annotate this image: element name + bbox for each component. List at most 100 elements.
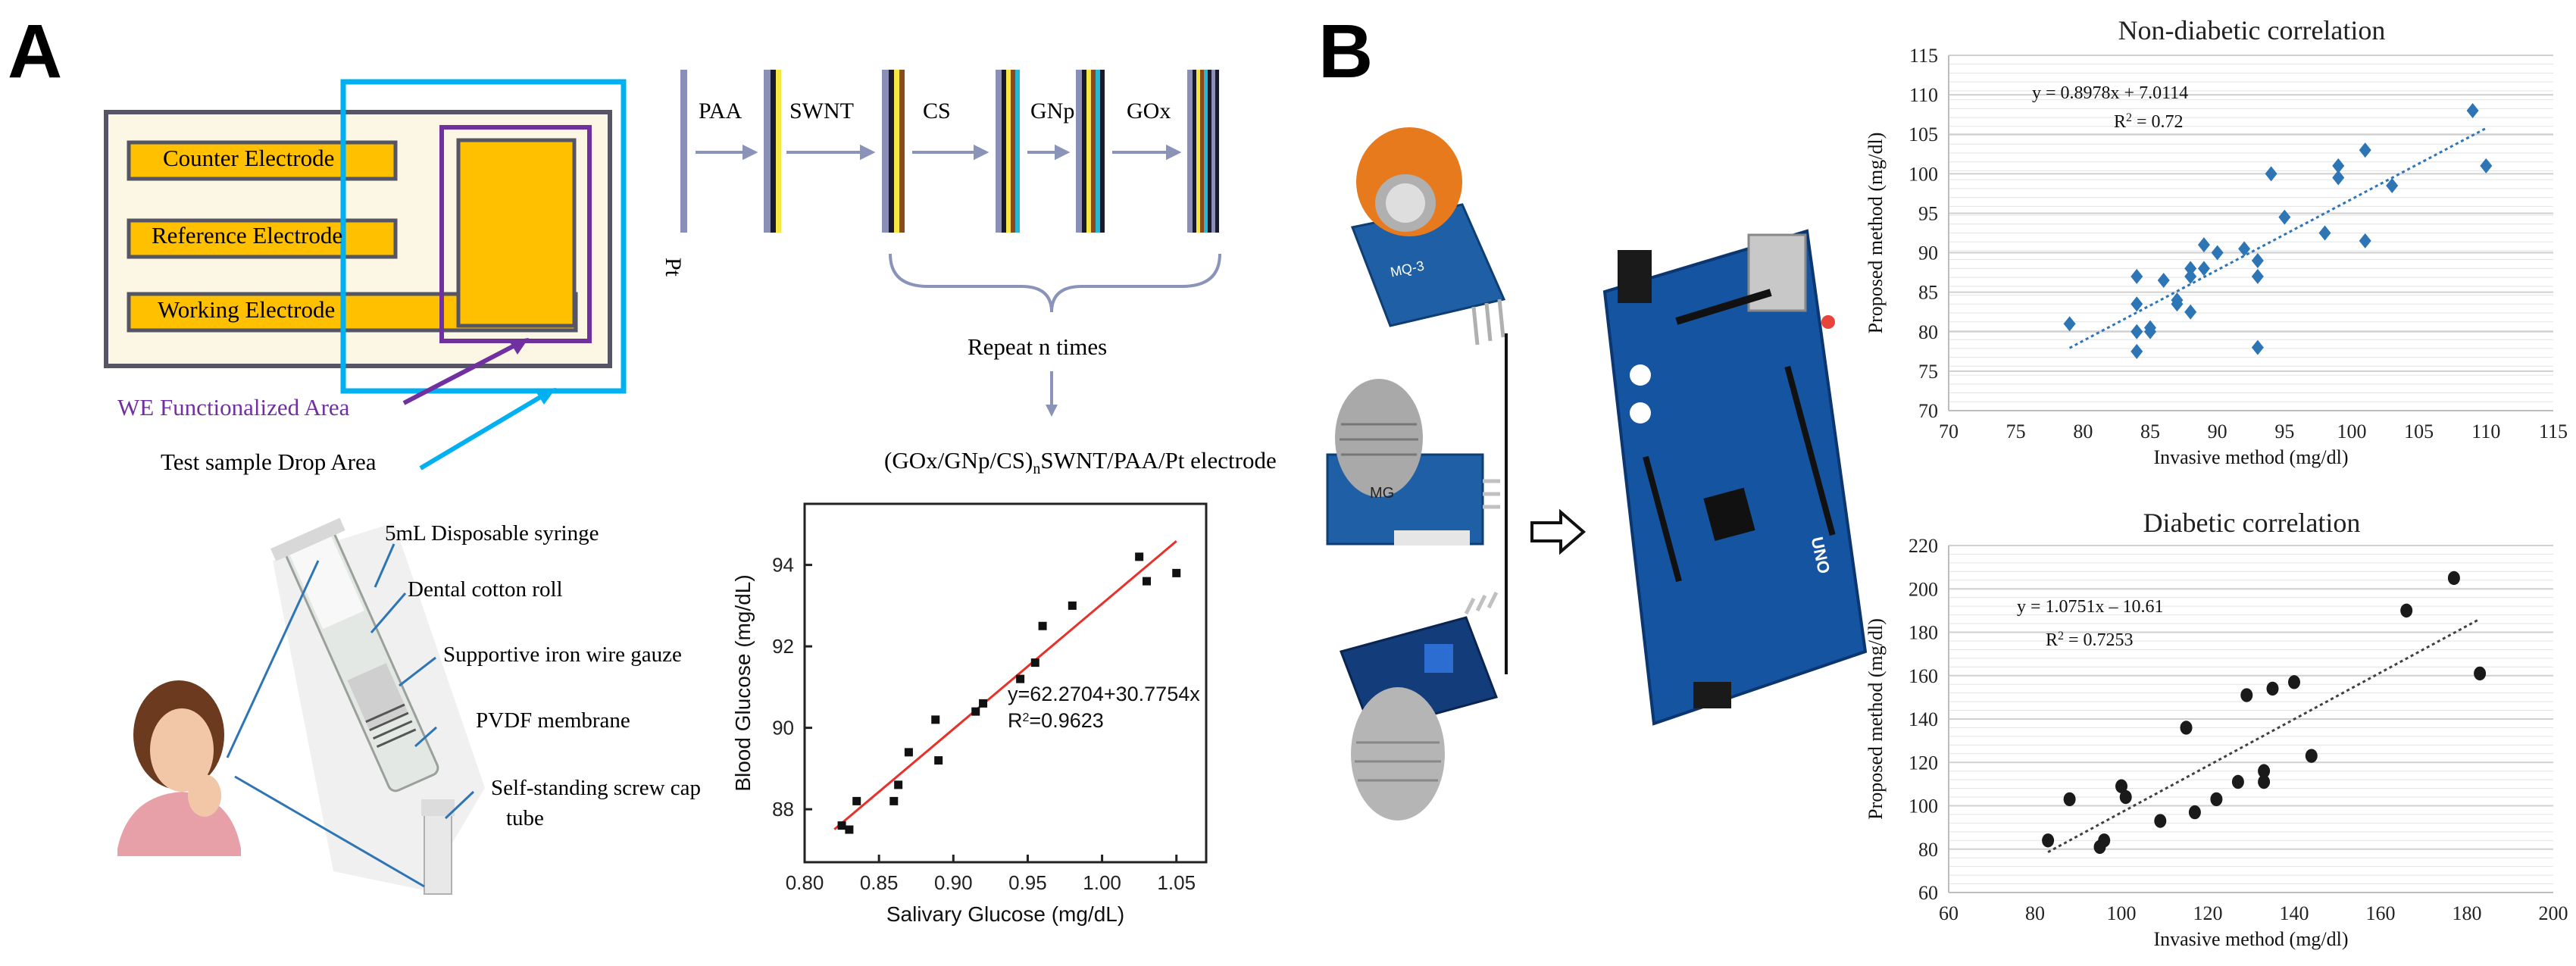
- data-point: [979, 699, 988, 708]
- data-point: [1172, 568, 1181, 577]
- x-tick-label: 0.80: [786, 871, 824, 894]
- data-point: [2265, 166, 2277, 182]
- y-tick-label: 115: [1909, 45, 1938, 67]
- x-tick-label: 95: [2274, 420, 2294, 442]
- x-tick-label: 200: [2539, 902, 2568, 924]
- data-point: [2131, 296, 2143, 312]
- y-tick-label: 100: [1909, 163, 1938, 185]
- x-tick-label: 1.05: [1157, 871, 1196, 894]
- y-axis-label: Blood Glucose (mg/dL): [731, 574, 755, 791]
- y-tick-label: 140: [1909, 708, 1938, 730]
- data-point: [2359, 142, 2371, 158]
- x-axis-label: Invasive method (mg/dl): [2153, 446, 2348, 468]
- y-tick-label: 160: [1909, 665, 1938, 687]
- data-point: [2171, 296, 2184, 312]
- data-point: [2210, 792, 2223, 807]
- x-tick-label: 85: [2140, 420, 2160, 442]
- data-point: [2258, 774, 2271, 789]
- repeat-label: Repeat n times: [968, 333, 1108, 360]
- layer-step-label: PAA: [699, 98, 742, 123]
- data-point: [2063, 316, 2076, 332]
- panel-a-label: A: [8, 9, 63, 94]
- working-electrode-label: Working Electrode: [158, 296, 336, 323]
- data-point: [2386, 177, 2399, 193]
- trendline: [2047, 617, 2481, 854]
- y-axis-label: Proposed method (mg/dl): [1865, 618, 1887, 820]
- y-tick-label: 75: [1918, 361, 1938, 383]
- x-tick-label: 160: [2366, 902, 2396, 924]
- x-tick-label: 0.85: [860, 871, 899, 894]
- data-point: [852, 796, 861, 805]
- y-axis-label: Proposed method (mg/dl): [1865, 133, 1887, 334]
- data-point: [2466, 102, 2479, 118]
- x-tick-label: 140: [2280, 902, 2309, 924]
- data-point: [2305, 749, 2318, 763]
- x-tick-label: 105: [2404, 420, 2434, 442]
- data-point: [2332, 170, 2345, 186]
- fit-equation: y = 1.0751x – 10.61: [2017, 597, 2164, 617]
- data-point: [2184, 261, 2197, 277]
- data-point: [931, 715, 940, 724]
- data-point: [2131, 343, 2143, 359]
- x-axis-label: Invasive method (mg/dl): [2153, 928, 2348, 950]
- x-tick-label: 70: [1939, 420, 1959, 442]
- data-point: [2231, 774, 2244, 789]
- data-point: [1038, 621, 1047, 630]
- x-tick-label: 75: [2006, 420, 2026, 442]
- y-tick-label: 80: [1918, 839, 1938, 861]
- data-point: [2251, 339, 2264, 355]
- layer-step-label: GOx: [1127, 98, 1171, 123]
- data-point: [2480, 158, 2493, 174]
- data-point: [2474, 666, 2487, 681]
- data-point: [1135, 552, 1144, 561]
- y-tick-label: 120: [1909, 752, 1938, 774]
- screw-cap-label: Self-standing screw cap: [491, 776, 702, 800]
- cotton-roll-label: Dental cotton roll: [408, 577, 563, 602]
- y-tick-label: 80: [1918, 321, 1938, 343]
- y-tick-label: 94: [772, 554, 794, 577]
- data-point: [2063, 792, 2076, 807]
- fit-r-squared: R2=0.9623: [1008, 709, 1104, 732]
- fit-equation: y=62.2704+30.7754x: [1008, 683, 1200, 705]
- data-point: [2240, 688, 2253, 702]
- data-point: [934, 756, 943, 765]
- electrode-formula: (GOx/GNp/CS)nSWNT/PAA/Pt electrode: [884, 447, 1277, 478]
- trendline: [833, 540, 1177, 830]
- y-tick-label: 95: [1918, 202, 1938, 224]
- data-point: [2251, 268, 2264, 284]
- y-tick-label: 110: [1909, 84, 1938, 106]
- data-point: [2098, 833, 2111, 848]
- trendline: [2068, 127, 2487, 349]
- data-point: [2131, 268, 2143, 284]
- x-tick-label: 80: [2025, 902, 2045, 924]
- fit-equation: y = 0.8978x + 7.0114: [2032, 83, 2188, 103]
- x-tick-label: 60: [1939, 902, 1959, 924]
- data-point: [1068, 601, 1077, 610]
- we-area-label: WE Functionalized Area: [117, 394, 350, 420]
- data-point: [2251, 252, 2264, 268]
- data-point: [2238, 241, 2251, 257]
- x-tick-label: 90: [2208, 420, 2227, 442]
- data-point: [2278, 209, 2291, 225]
- x-tick-label: 120: [2193, 902, 2223, 924]
- data-point: [2197, 261, 2210, 277]
- y-tick-label: 105: [1909, 123, 1938, 145]
- x-tick-label: 0.95: [1008, 871, 1047, 894]
- data-point: [2266, 681, 2279, 696]
- data-point: [2359, 233, 2371, 249]
- data-point: [1016, 674, 1025, 683]
- data-point: [904, 748, 913, 757]
- data-point: [2131, 324, 2143, 339]
- data-point: [2144, 324, 2156, 339]
- data-point: [2288, 675, 2300, 689]
- data-point: [894, 780, 903, 789]
- data-point: [1142, 577, 1151, 586]
- data-point: [2400, 603, 2413, 618]
- data-point: [2115, 779, 2127, 793]
- pvdf-membrane-label: PVDF membrane: [476, 708, 630, 733]
- x-tick-label: 100: [2337, 420, 2367, 442]
